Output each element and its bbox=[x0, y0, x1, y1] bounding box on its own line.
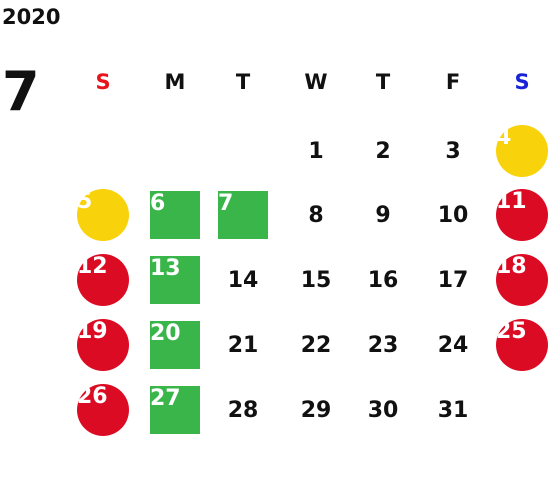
weekday-header: S M T W T F S bbox=[0, 50, 548, 114]
calendar-year: 2020 bbox=[2, 5, 61, 29]
calendar-month: 7 bbox=[2, 60, 40, 123]
day-7: 7 bbox=[218, 191, 268, 239]
day-5: 5 bbox=[77, 189, 129, 241]
day-13: 13 bbox=[150, 256, 200, 304]
day-12: 12 bbox=[77, 254, 129, 306]
day-8: 8 bbox=[308, 202, 324, 228]
day-16: 16 bbox=[367, 267, 399, 293]
weekday-thursday: T bbox=[375, 70, 391, 94]
day-17: 17 bbox=[437, 267, 469, 293]
day-29: 29 bbox=[300, 397, 332, 423]
weekday-sunday: S bbox=[95, 70, 111, 94]
day-28: 28 bbox=[227, 397, 259, 423]
day-14: 14 bbox=[227, 267, 259, 293]
weekday-wednesday: W bbox=[304, 70, 328, 94]
day-11: 11 bbox=[496, 189, 548, 241]
day-22: 22 bbox=[300, 332, 332, 358]
day-24: 24 bbox=[437, 332, 469, 358]
week-row: 26 27 28 29 30 31 bbox=[0, 378, 548, 442]
week-row: 19 20 21 22 23 24 25 bbox=[0, 313, 548, 377]
weekday-saturday: S bbox=[514, 70, 530, 94]
day-4: 4 bbox=[496, 125, 548, 177]
day-1: 1 bbox=[308, 138, 324, 164]
day-3: 3 bbox=[445, 138, 461, 164]
day-27: 27 bbox=[150, 386, 200, 434]
day-18: 18 bbox=[496, 254, 548, 306]
day-15: 15 bbox=[300, 267, 332, 293]
weekday-friday: F bbox=[445, 70, 461, 94]
day-25: 25 bbox=[496, 319, 548, 371]
day-21: 21 bbox=[227, 332, 259, 358]
weekday-tuesday: T bbox=[235, 70, 251, 94]
day-9: 9 bbox=[375, 202, 391, 228]
week-row: 1 2 3 4 bbox=[0, 119, 548, 183]
day-23: 23 bbox=[367, 332, 399, 358]
day-20: 20 bbox=[150, 321, 200, 369]
day-30: 30 bbox=[367, 397, 399, 423]
weekday-monday: M bbox=[164, 70, 186, 94]
week-row: 5 6 7 8 9 10 11 bbox=[0, 183, 548, 247]
day-19: 19 bbox=[77, 319, 129, 371]
day-31: 31 bbox=[437, 397, 469, 423]
day-26: 26 bbox=[77, 384, 129, 436]
day-6: 6 bbox=[150, 191, 200, 239]
week-row: 12 13 14 15 16 17 18 bbox=[0, 248, 548, 312]
day-10: 10 bbox=[437, 202, 469, 228]
day-2: 2 bbox=[375, 138, 391, 164]
